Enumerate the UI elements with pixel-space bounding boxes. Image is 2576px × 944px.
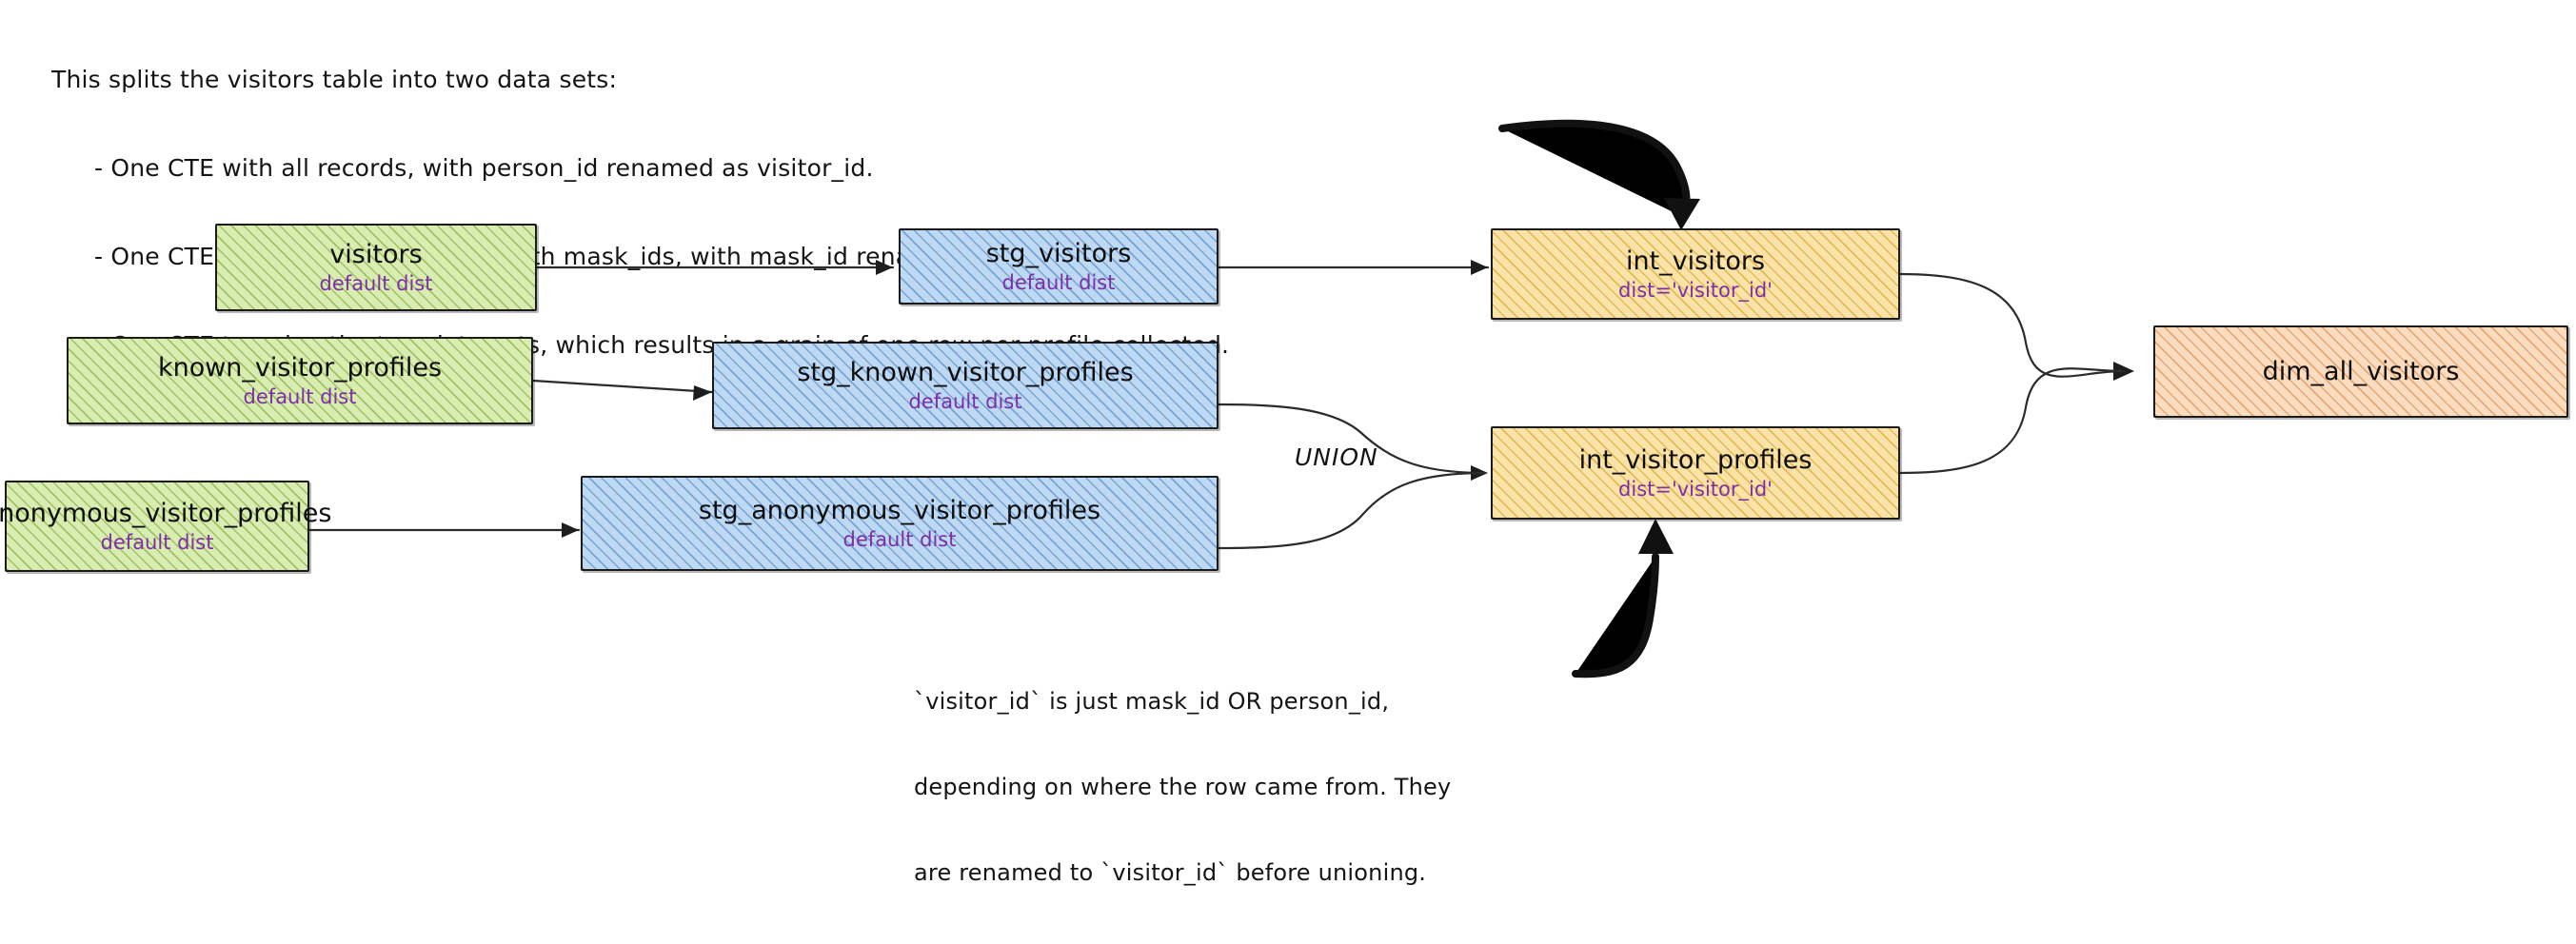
node-stg-known-visitor-profiles[interactable]: stg_known_visitor_profiles default dist — [712, 342, 1219, 429]
node-known-visitor-profiles[interactable]: known_visitor_profiles default dist — [67, 337, 533, 424]
bottom-note-line-3: are renamed to `visitor_id` before union… — [914, 859, 1427, 886]
node-int-visitors-subtitle: dist='visitor_id' — [1618, 278, 1773, 302]
bottom-annotation-note: `visitor_id` is just mask_id OR person_i… — [914, 630, 1451, 944]
edge-int-visitors-to-dim-all-visitors — [1897, 272, 2134, 381]
node-anonymous-visitor-profiles[interactable]: anonymous_visitor_profiles default dist — [0, 481, 331, 572]
node-anonymous-visitor-profiles-title: anonymous_visitor_profiles — [0, 498, 332, 528]
bottom-note-line-2: depending on where the row came from. Th… — [914, 774, 1452, 800]
edge-stg-anonymous-to-int-visitor-profiles — [1217, 471, 1487, 550]
node-stg-anonymous-visitor-profiles[interactable]: stg_anonymous_visitor_profiles default d… — [581, 476, 1219, 571]
union-label: UNION — [1295, 443, 1378, 471]
edge-int-visitor-profiles-to-dim-all-visitors — [1897, 367, 2125, 475]
node-visitors-title: visitors — [329, 239, 423, 269]
node-int-visitor-profiles[interactable]: int_visitor_profiles dist='visitor_id' — [1491, 426, 1900, 520]
callout-arrow-top-note — [1498, 119, 1700, 230]
node-int-visitors[interactable]: int_visitors dist='visitor_id' — [1491, 228, 1900, 320]
edge-anonymous-to-stg-anonymous — [307, 522, 581, 538]
node-anonymous-visitor-profiles-subtitle: default dist — [100, 530, 214, 554]
node-visitors[interactable]: visitors default dist — [215, 224, 537, 311]
node-dim-all-visitors[interactable]: dim_all_visitors — [2153, 325, 2568, 418]
node-stg-anonymous-visitor-profiles-title: stg_anonymous_visitor_profiles — [698, 495, 1101, 525]
edge-stg-visitors-to-int-visitors — [1217, 260, 1490, 275]
node-dim-all-visitors-title: dim_all_visitors — [2262, 356, 2460, 386]
node-stg-anonymous-visitor-profiles-subtitle: default dist — [842, 527, 957, 551]
node-stg-known-visitor-profiles-title: stg_known_visitor_profiles — [797, 357, 1134, 387]
node-visitors-subtitle: default dist — [319, 271, 433, 295]
callout-arrow-bottom-note — [1572, 519, 1674, 678]
diagram-canvas: This splits the visitors table into two … — [0, 66, 2568, 886]
node-int-visitors-title: int_visitors — [1625, 246, 1766, 276]
bottom-note-line-1: `visitor_id` is just mask_id OR person_i… — [914, 688, 1390, 715]
node-stg-known-visitor-profiles-subtitle: default dist — [908, 389, 1022, 413]
node-stg-visitors-title: stg_visitors — [985, 238, 1132, 268]
top-note-line-2: - One CTE with all records, with person_… — [94, 154, 874, 182]
node-known-visitor-profiles-title: known_visitor_profiles — [157, 352, 443, 383]
node-stg-visitors[interactable]: stg_visitors default dist — [899, 228, 1219, 305]
node-int-visitor-profiles-title: int_visitor_profiles — [1578, 444, 1813, 475]
node-int-visitor-profiles-subtitle: dist='visitor_id' — [1618, 477, 1773, 501]
node-known-visitor-profiles-subtitle: default dist — [243, 384, 357, 408]
top-note-line-1: This splits the visitors table into two … — [51, 66, 618, 93]
node-stg-visitors-subtitle: default dist — [1001, 270, 1116, 294]
